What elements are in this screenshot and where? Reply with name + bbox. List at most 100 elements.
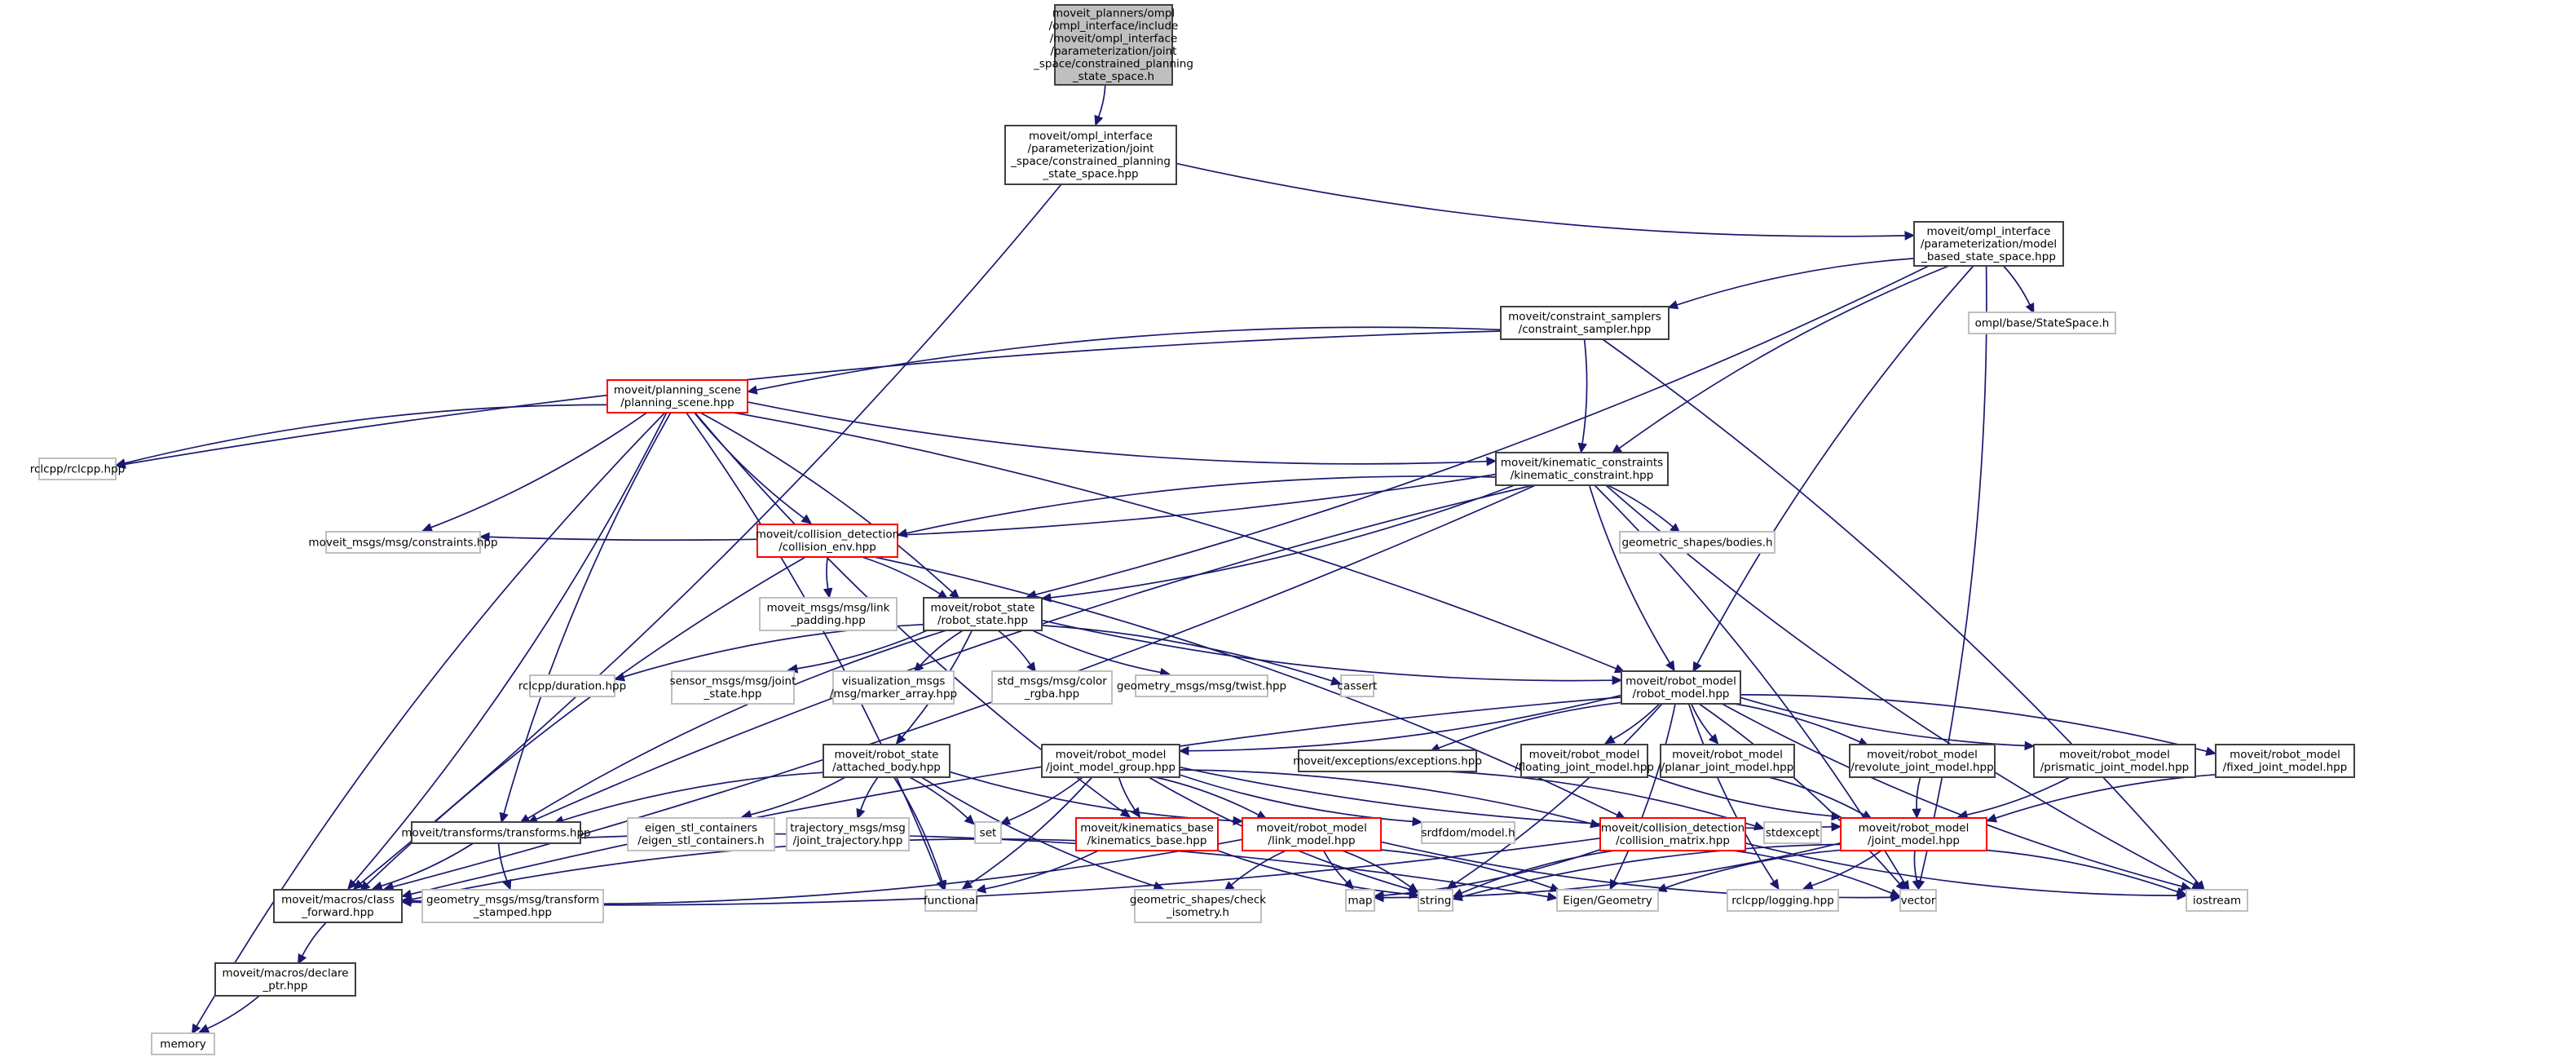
edge-line xyxy=(1188,694,1622,752)
edge-line xyxy=(1230,850,1286,886)
edge-line xyxy=(430,412,647,528)
edge-line xyxy=(1118,776,1136,811)
node-kb[interactable]: moveit/kinematics_base/kinematics_base.h… xyxy=(1075,817,1219,851)
edge-line xyxy=(1734,703,1861,743)
edge-line xyxy=(207,995,260,1029)
node-label-line: moveit/ompl_interface xyxy=(1029,130,1153,143)
node-ab[interactable]: moveit/robot_state/attached_body.hpp xyxy=(823,744,951,778)
node-label-line: visualization_msgs xyxy=(842,675,946,688)
edge-line xyxy=(1745,842,2178,896)
edge-line xyxy=(1740,694,2208,753)
edge-exc-to-stdexcept xyxy=(1447,771,1765,831)
edge-kc-to-constraints xyxy=(479,473,1497,542)
arrowhead-icon xyxy=(2191,880,2203,890)
edge-line xyxy=(1179,769,1592,824)
node-cpss[interactable]: moveit/ompl_interface/parameterization/j… xyxy=(1004,125,1177,185)
node-fjm[interactable]: moveit/robot_model/floating_joint_model.… xyxy=(1515,744,1654,778)
edge-line xyxy=(750,776,846,816)
node-twist: geometry_msgs/msg/twist.hpp xyxy=(1117,674,1286,697)
edge-rs-to-colorrgba xyxy=(997,630,1037,673)
arrowhead-icon xyxy=(897,528,908,538)
node-fxjm[interactable]: moveit/robot_model/fixed_joint_model.hpp xyxy=(2215,744,2355,778)
node-eigen: Eigen/Geometry xyxy=(1556,889,1659,912)
edge-ps-to-tf xyxy=(499,412,672,824)
node-box xyxy=(974,821,1002,844)
node-label-line: /parameterization/joint xyxy=(1028,143,1154,156)
edge-line xyxy=(1008,776,1083,821)
edge-jmg-to-set xyxy=(999,776,1083,825)
node-kc[interactable]: moveit/kinematic_constraints/kinematic_c… xyxy=(1495,452,1669,486)
edge-line xyxy=(2003,265,2031,306)
node-root[interactable]: moveit_planners/ompl/ompl_interface/incl… xyxy=(1033,4,1193,86)
node-label-line: moveit/robot_model xyxy=(2230,749,2340,762)
node-cf[interactable]: moveit/macros/class_forward.hpp xyxy=(273,889,403,923)
arrowhead-icon xyxy=(1178,745,1189,756)
edge-jm-to-iostream xyxy=(1986,849,2187,896)
node-prjm[interactable]: moveit/robot_model/prismatic_joint_model… xyxy=(2033,744,2196,778)
node-label-line: srdfdom/model.h xyxy=(1421,826,1515,839)
node-esc: eigen_stl_containers/eigen_stl_container… xyxy=(627,817,775,851)
node-label-line: moveit/collision_detection xyxy=(756,528,899,542)
edge-line xyxy=(1966,776,2071,816)
node-ps[interactable]: moveit/planning_scene/planning_scene.hpp xyxy=(607,379,748,413)
node-exc[interactable]: moveit/exceptions/exceptions.hpp xyxy=(1293,749,1482,772)
node-lm[interactable]: moveit/robot_model/link_model.hpp xyxy=(1242,817,1382,851)
node-label-line: stdexcept xyxy=(1766,826,1820,839)
node-checkiso: geometric_shapes/check_isometry.h xyxy=(1130,889,1266,923)
edge-line xyxy=(488,473,1497,542)
edge-ps-to-memory xyxy=(191,412,666,1035)
edge-rm-to-jmg xyxy=(1178,694,1622,756)
node-box xyxy=(1135,674,1268,697)
node-cs[interactable]: moveit/constraint_samplers/constraint_sa… xyxy=(1500,306,1670,340)
edge-jmg-to-srdf xyxy=(1179,774,1423,827)
node-rs[interactable]: moveit/robot_state/robot_state.hpp xyxy=(923,597,1043,631)
node-box xyxy=(38,458,117,480)
node-cm[interactable]: moveit/collision_detection/collision_mat… xyxy=(1599,817,1746,851)
node-label-line: /kinematics_base.hpp xyxy=(1087,834,1207,847)
node-pjm[interactable]: moveit/robot_model/planar_joint_model.hp… xyxy=(1660,744,1795,778)
arrowhead-icon xyxy=(1708,733,1719,745)
arrowhead-icon xyxy=(198,1023,210,1033)
edge-line xyxy=(1919,265,1987,882)
node-box xyxy=(1899,889,1937,912)
edge-line xyxy=(124,330,1502,466)
node-rclcpp: rclcpp/rclcpp.hpp xyxy=(30,458,125,480)
edge-line xyxy=(1461,850,1615,894)
node-tf[interactable]: moveit/transforms/transforms.hpp xyxy=(401,821,591,844)
node-box xyxy=(1340,674,1374,697)
edge-pjm-to-jm xyxy=(1768,776,1873,820)
edge-line xyxy=(733,412,1617,670)
node-label-line: /joint_model_group.hpp xyxy=(1046,761,1176,774)
node-vector: vector xyxy=(1899,889,1937,912)
edge-line xyxy=(527,630,947,820)
arrowhead-icon xyxy=(2025,302,2035,314)
node-box xyxy=(627,817,775,851)
edge-ps-to-kc xyxy=(747,401,1498,466)
node-rm[interactable]: moveit/robot_model/robot_model.hpp xyxy=(1621,670,1741,705)
edge-lm-to-map xyxy=(1322,850,1355,890)
node-label-line: /moveit/ompl_interface xyxy=(1050,33,1178,46)
node-mbss[interactable]: moveit/ompl_interface/parameterization/m… xyxy=(1913,221,2064,267)
edge-cpss-to-mbss xyxy=(1176,162,1916,241)
node-label-line: /attached_body.hpp xyxy=(832,761,941,774)
node-jmg[interactable]: moveit/robot_model/joint_model_group.hpp xyxy=(1041,744,1180,778)
node-set: set xyxy=(974,821,1002,844)
node-jm[interactable]: moveit/robot_model/joint_model.hpp xyxy=(1840,817,1987,851)
node-label-line: _rgba.hpp xyxy=(1024,687,1079,701)
node-label-line: std_msgs/msg/color xyxy=(997,675,1107,688)
node-dp[interactable]: moveit/macros/declare_ptr.hpp xyxy=(214,962,356,997)
node-ce[interactable]: moveit/collision_detection/collision_env… xyxy=(756,524,899,558)
edge-ps-to-cf xyxy=(347,412,668,891)
node-rjm[interactable]: moveit/robot_model/revolute_joint_model.… xyxy=(1849,744,1996,778)
nodes-layer: moveit_planners/ompl/ompl_interface/incl… xyxy=(30,4,2355,1055)
node-box xyxy=(1727,889,1839,912)
edge-mbss-to-cs xyxy=(1667,258,1915,310)
arrowhead-icon xyxy=(1373,892,1384,903)
edge-line xyxy=(997,630,1031,665)
edge-line xyxy=(1217,850,1410,895)
edge-line xyxy=(1602,338,2199,885)
edge-line xyxy=(1097,84,1106,117)
edge-jm-to-eigen xyxy=(1656,849,1842,892)
node-label-line: functional xyxy=(924,894,978,907)
